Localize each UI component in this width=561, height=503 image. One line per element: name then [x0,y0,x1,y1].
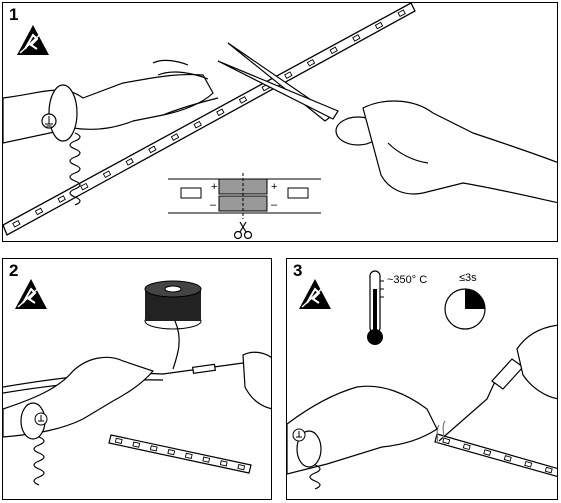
led-chip [57,195,66,203]
led-strip [3,3,416,236]
plus-sign: + [271,181,277,193]
led-chip [125,158,134,166]
led-chip [352,34,361,42]
timer-icon [444,288,486,330]
led-chip [219,460,228,467]
led-chip [544,466,553,474]
right-hand [362,100,557,204]
step-number: 2 [9,261,19,280]
cut-marker-diagram: + + – – [168,173,321,240]
minus-sign: – [210,199,217,211]
led-chip [132,441,141,448]
led-chip [12,220,21,228]
led-chip [462,443,471,451]
esd-warning-icon [17,25,49,55]
led-chip [102,170,112,179]
led-chip [193,120,202,129]
led-chip [202,456,211,463]
led-strip [434,433,557,478]
scissors-icon [233,221,253,240]
right-hand [516,324,557,400]
led-chip [114,437,123,444]
right-hand [242,351,271,410]
led-chip [170,133,180,141]
wrist-strap [41,84,81,206]
step-1-panel: 1 [2,2,558,242]
wire-spool [144,280,202,370]
led-strip [108,434,252,474]
led-chip [397,9,406,17]
minus-sign: – [271,199,278,211]
step-number: 1 [9,5,19,24]
plus-sign: + [211,181,217,193]
wrist-strap [292,428,322,490]
soldering-temperature: ~350° C [387,274,427,286]
left-hand [287,385,438,475]
led-chip [167,449,176,456]
wrist-strap [20,402,48,486]
led-chip [503,455,512,462]
led-chip [148,145,157,154]
led-chip [442,437,451,445]
step-1-illustration: + + – – [3,3,557,240]
led-chip [237,464,246,471]
led-chip [329,46,338,55]
step-3-illustration: ~350° C ≤3s [287,270,557,490]
led-chip [284,71,293,79]
led-chip [524,460,533,468]
led-chip [306,58,316,67]
led-chip [374,21,384,30]
led-chip [238,96,248,104]
step-number: 3 [293,261,303,280]
led-chip [483,449,492,456]
thermometer-icon [367,270,384,345]
led-chip [216,108,225,117]
led-chip [184,452,193,459]
esd-warning-icon [15,279,47,309]
soldering-time: ≤3s [459,272,477,284]
esd-warning-icon [299,279,331,309]
step-2-panel: 2 [2,258,272,500]
led-chip [149,445,158,452]
step-3-panel: 3 ~350° C ≤3s [286,258,558,500]
led-chip [80,182,89,191]
soldering-iron [436,358,524,444]
led-chip [34,207,44,216]
step-2-illustration [3,279,271,486]
